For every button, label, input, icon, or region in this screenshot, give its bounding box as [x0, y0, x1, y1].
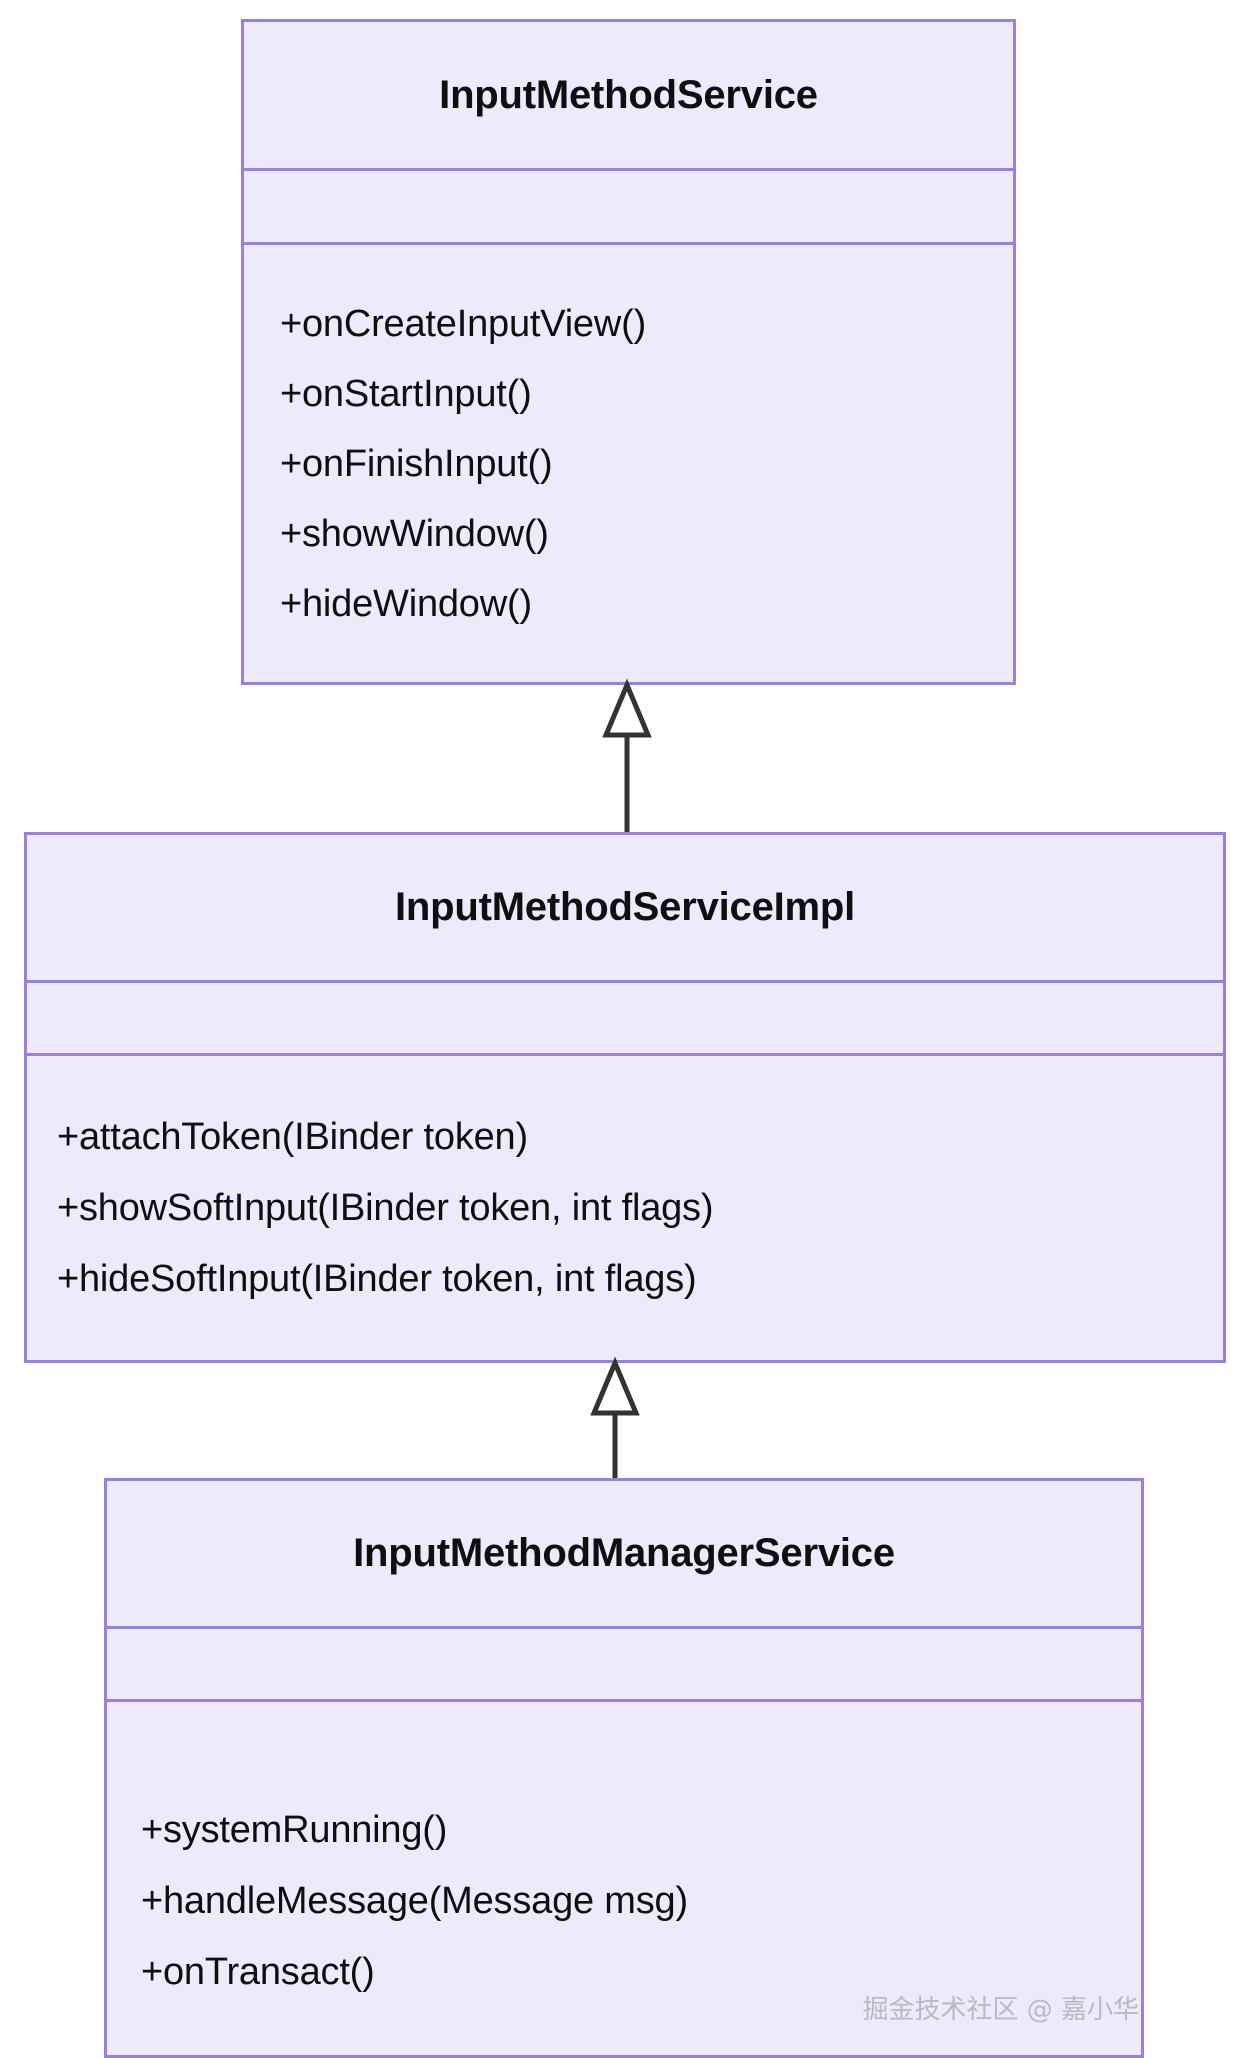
hollow-triangle-arrow-icon [602, 678, 652, 833]
operation-item: +showWindow() [280, 512, 549, 555]
class-attributes-input-method-manager-service [107, 1626, 1141, 1699]
class-box-input-method-service[interactable]: InputMethodService +onCreateInputView() … [241, 19, 1016, 685]
operation-item: +onStartInput() [280, 372, 532, 415]
class-box-input-method-service-impl[interactable]: InputMethodServiceImpl +attachToken(IBin… [24, 832, 1226, 1363]
watermark-text: 掘金技术社区 @ 嘉小华 [862, 1995, 1139, 2025]
class-operations-input-method-service: +onCreateInputView() +onStartInput() +on… [244, 242, 1013, 682]
class-attributes-input-method-service [244, 168, 1013, 242]
operation-item: +onFinishInput() [280, 442, 553, 485]
class-operations-input-method-manager-service: +systemRunning() +handleMessage(Message … [107, 1699, 1141, 2055]
class-name-input-method-manager-service: InputMethodManagerService [353, 1531, 895, 1575]
operation-item: +onTransact() [141, 1951, 375, 1993]
class-name-input-method-service-impl: InputMethodServiceImpl [394, 885, 856, 929]
generalization-manager-to-impl [580, 1356, 650, 1479]
class-operations-input-method-service-impl: +attachToken(IBinder token) +showSoftInp… [27, 1053, 1223, 1360]
hollow-triangle-arrow-icon [590, 1356, 640, 1479]
operation-item: +attachToken(IBinder token) [57, 1115, 528, 1158]
operation-item: +hideSoftInput(IBinder token, int flags) [57, 1257, 697, 1300]
generalization-impl-to-service [592, 678, 662, 833]
operation-item: +showSoftInput(IBinder token, int flags) [57, 1186, 714, 1229]
operation-item: +onCreateInputView() [280, 302, 647, 345]
operation-item: +systemRunning() [141, 1809, 448, 1851]
class-attributes-input-method-service-impl [27, 980, 1223, 1053]
class-box-input-method-manager-service[interactable]: InputMethodManagerService +systemRunning… [104, 1478, 1144, 2058]
operation-item: +hideWindow() [280, 582, 532, 625]
operation-item: +handleMessage(Message msg) [141, 1880, 688, 1922]
class-name-input-method-service: InputMethodService [439, 72, 818, 117]
